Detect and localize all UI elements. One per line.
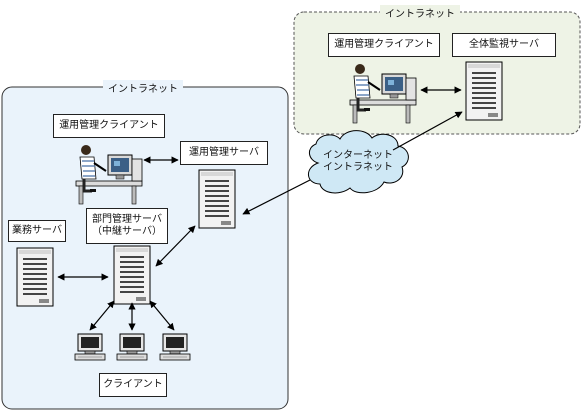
remote-zone-title: イントラネット bbox=[380, 5, 460, 20]
cloud-label: インターネット イントラネット bbox=[313, 150, 403, 174]
connectors bbox=[57, 86, 463, 331]
link-dept-client-1 bbox=[89, 300, 115, 331]
mgmt-server-icon bbox=[198, 169, 236, 229]
business-server-label: 業務サーバ bbox=[8, 220, 66, 242]
link-cloud-mgmt bbox=[242, 179, 311, 215]
cloud-label-line1: インターネット bbox=[323, 150, 393, 161]
link-dept-client-3 bbox=[149, 300, 175, 331]
link-cloud-central bbox=[392, 111, 463, 151]
dept-server-label-line1: 部門管理サーバ bbox=[92, 214, 162, 225]
cloud-label-line2: イントラネット bbox=[323, 162, 393, 173]
cloud-icon bbox=[308, 130, 409, 194]
clients-label: クライアント bbox=[99, 373, 167, 397]
client-pc-icon-1 bbox=[74, 333, 106, 361]
dept-server-label-line2: （中継サーバ） bbox=[92, 226, 162, 237]
client-pc-icon-2 bbox=[116, 333, 148, 361]
central-server-icon bbox=[465, 61, 503, 121]
link-mgmt-dept bbox=[155, 225, 196, 267]
local-zone-title: イントラネット bbox=[103, 80, 183, 95]
dept-server-label: 部門管理サーバ （中継サーバ） bbox=[86, 208, 168, 244]
dept-server-icon bbox=[113, 245, 151, 305]
remote-intranet-zone bbox=[293, 11, 581, 135]
remote-client-label: 運用管理クライアント bbox=[328, 33, 440, 57]
mgmt-server-label: 運用管理サーバ bbox=[180, 141, 268, 165]
local-client-label: 運用管理クライアント bbox=[53, 114, 165, 138]
business-server-icon bbox=[16, 247, 54, 307]
central-server-label: 全体監視サーバ bbox=[452, 33, 556, 57]
client-pc-icon-3 bbox=[159, 333, 191, 361]
